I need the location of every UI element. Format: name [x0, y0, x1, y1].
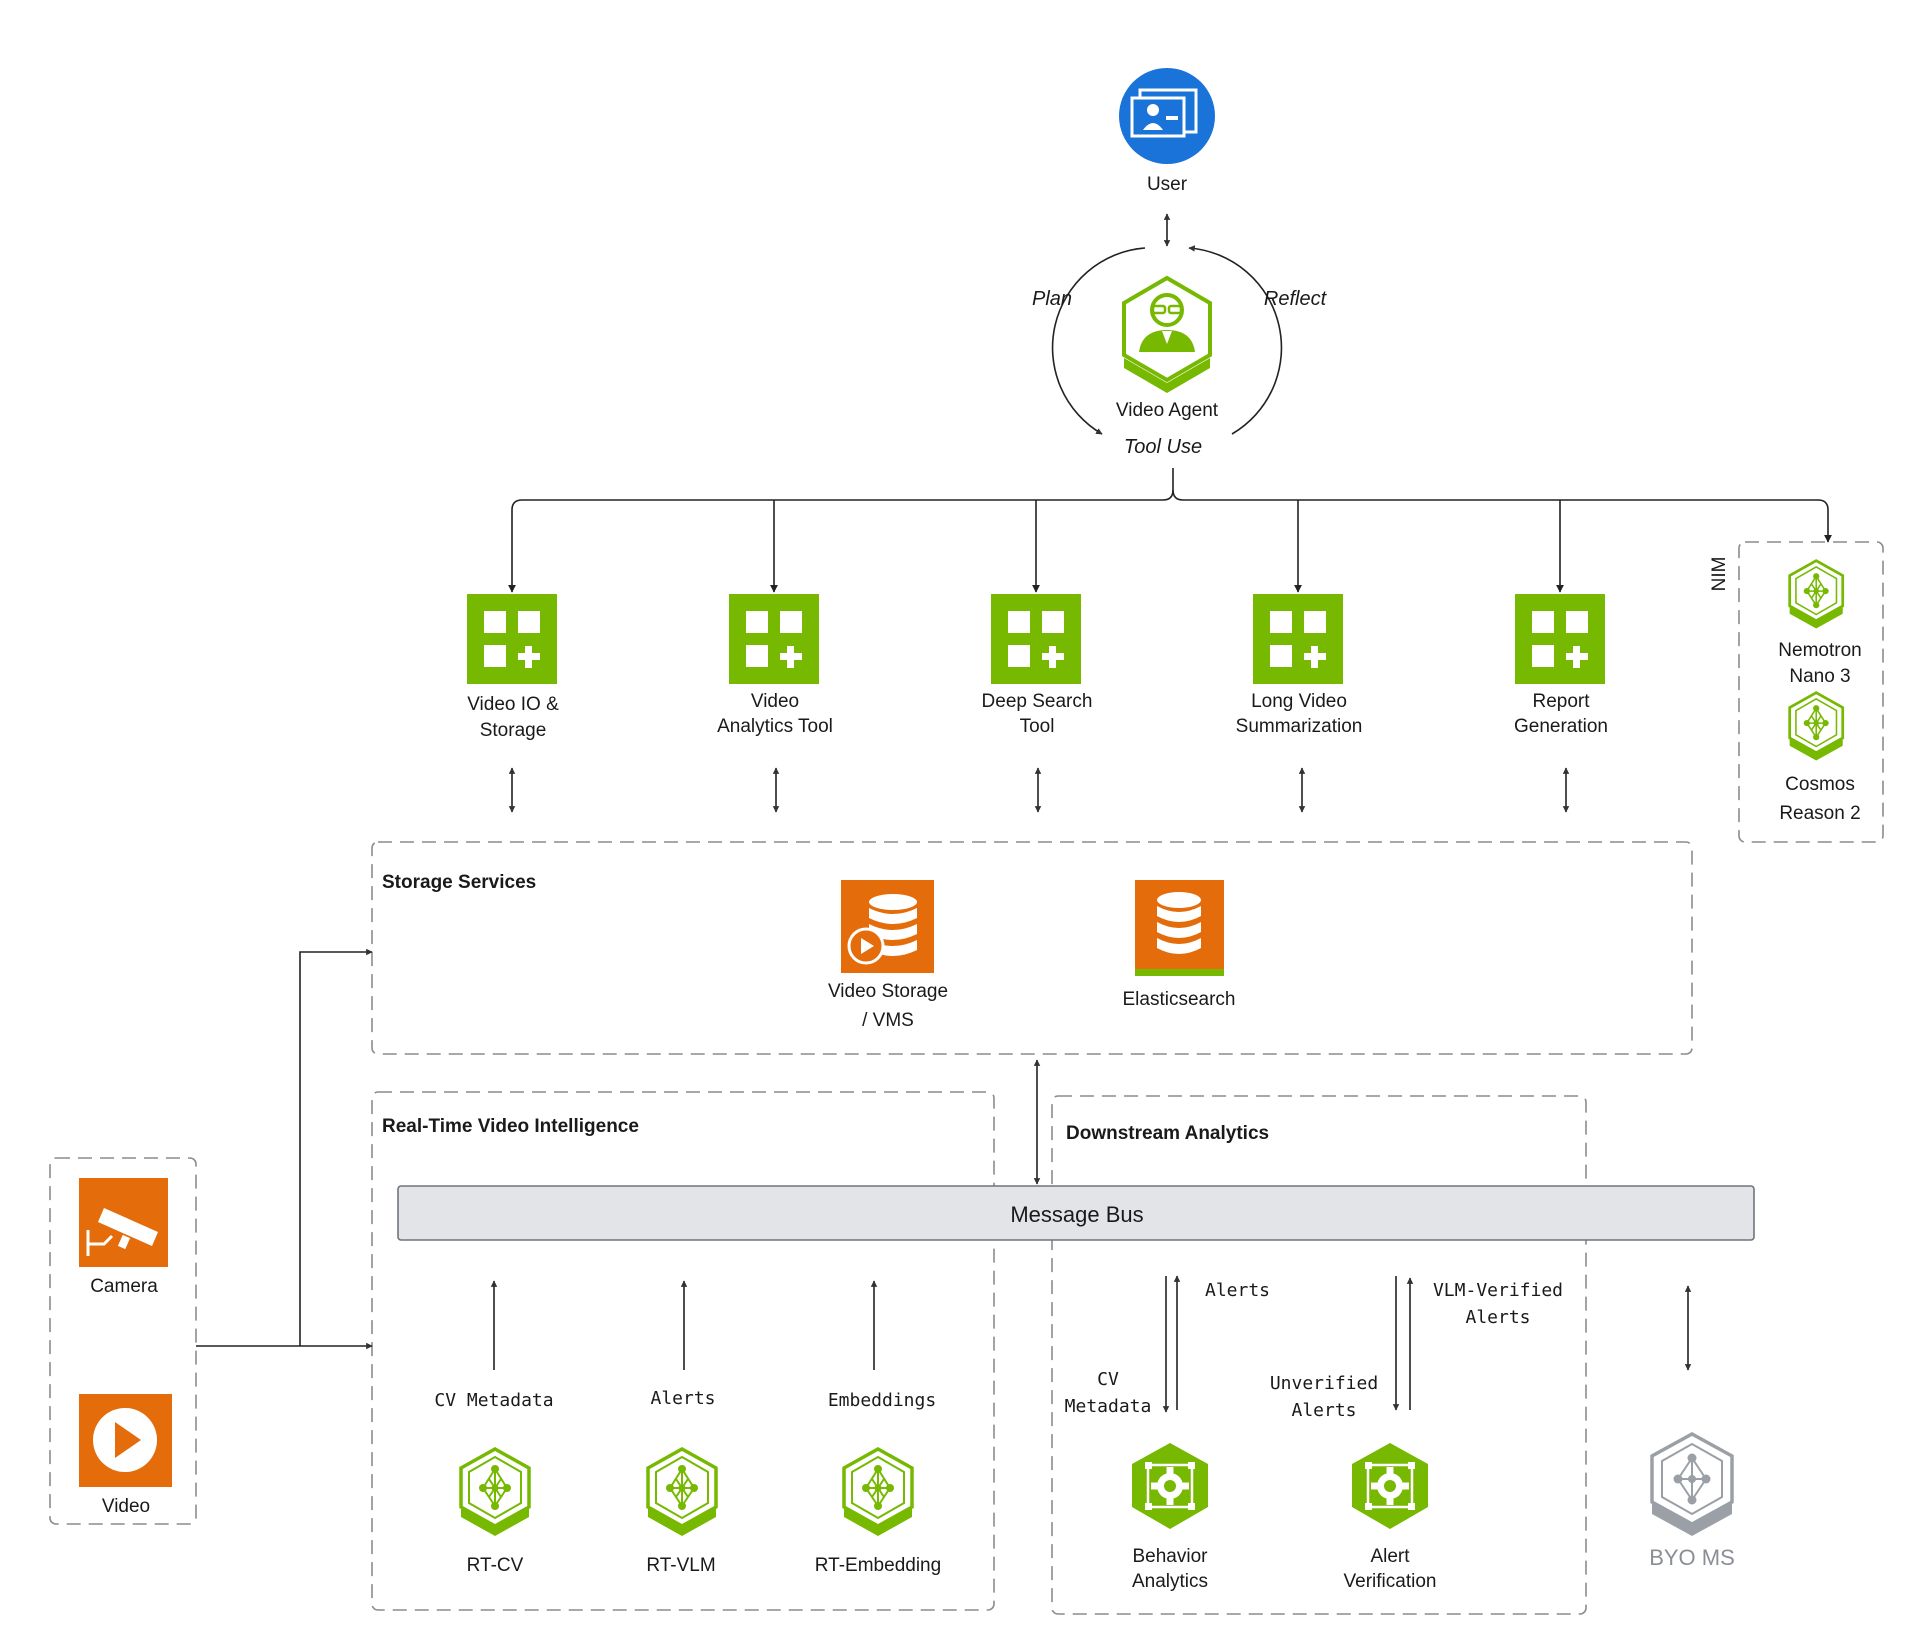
- storage-item-line1: Elasticsearch: [1123, 989, 1236, 1010]
- source-label: Camera: [90, 1276, 158, 1297]
- realtime-service-label: RT-CV: [467, 1555, 524, 1576]
- user-node: User: [1119, 68, 1215, 195]
- message-bus-label: Message Bus: [1010, 1202, 1143, 1227]
- storage-item-line2: / VMS: [862, 1010, 914, 1031]
- downstream-service-verification: Alert Verification: [1344, 1441, 1437, 1592]
- sources-box: [49, 1157, 197, 1525]
- realtime-service-label: RT-Embedding: [815, 1555, 941, 1576]
- app-grid-icon: [1515, 594, 1605, 684]
- realtime-output-alerts: Alerts: [650, 1388, 715, 1409]
- behavior-flow-arrows: [1162, 1275, 1181, 1413]
- byo-ms: BYO MS: [1649, 1432, 1735, 1570]
- tool-label-line2: Tool: [1020, 716, 1055, 737]
- plan-label: Plan: [1032, 288, 1072, 310]
- agent-label: Video Agent: [1116, 400, 1219, 421]
- app-grid-icon: [467, 594, 557, 684]
- agent-icon: [1122, 275, 1212, 393]
- storage-video-vms: Video Storage / VMS: [828, 880, 948, 1031]
- tool-label-line2: Storage: [480, 720, 547, 741]
- gear-cube-icon: [1350, 1441, 1430, 1531]
- realtime-service-label: RT-VLM: [646, 1555, 715, 1576]
- tool-label-line1: Report: [1532, 691, 1590, 712]
- nim-model-line2: Reason 2: [1779, 803, 1860, 824]
- tool-label-line2: Generation: [1514, 716, 1608, 737]
- app-grid-icon: [729, 594, 819, 684]
- nim-label: NIM: [1709, 557, 1730, 592]
- tool-use-label: Tool Use: [1124, 436, 1202, 458]
- downstream-vlm-label-line2: Alerts: [1465, 1307, 1530, 1328]
- downstream-service-line1: Alert: [1370, 1546, 1410, 1567]
- tool-video-io: Video IO & Storage: [467, 594, 559, 741]
- realtime-box: [371, 1091, 995, 1611]
- realtime-service-rt-cv: RT-CV: [459, 1447, 531, 1576]
- storage-title: Storage Services: [382, 872, 536, 893]
- source-label: Video: [102, 1496, 150, 1517]
- downstream-service-line1: Behavior: [1133, 1546, 1209, 1567]
- app-grid-icon: [1253, 594, 1343, 684]
- reflect-arc: [1188, 245, 1283, 435]
- downstream-cv-label-line2: Metadata: [1065, 1396, 1152, 1417]
- database-icon: [1135, 880, 1224, 976]
- tool-label-line2: Analytics Tool: [717, 716, 833, 737]
- downstream-service-line2: Analytics: [1132, 1571, 1208, 1592]
- downstream-service-line2: Verification: [1344, 1571, 1437, 1592]
- nim-model-nemotron: Nemotron Nano 3: [1778, 559, 1862, 687]
- tool-label-line1: Deep Search: [982, 691, 1093, 712]
- storage-services-box: [371, 841, 1693, 1055]
- downstream-cv-label-line1: CV: [1097, 1369, 1119, 1390]
- realtime-title: Real-Time Video Intelligence: [382, 1116, 639, 1137]
- downstream-service-behavior: Behavior Analytics: [1130, 1441, 1210, 1592]
- gear-cube-icon: [1130, 1441, 1210, 1531]
- downstream-unverified-label-line2: Alerts: [1291, 1400, 1356, 1421]
- tool-label-line1: Video: [751, 691, 799, 712]
- model-cube-icon: [842, 1447, 914, 1538]
- downstream-vlm-label-line1: VLM-Verified: [1433, 1280, 1563, 1301]
- tool-fanout: [508, 468, 1832, 593]
- downstream-alerts-label: Alerts: [1205, 1280, 1270, 1301]
- realtime-service-rt-vlm: RT-VLM: [646, 1447, 718, 1576]
- byo-label: BYO MS: [1649, 1545, 1735, 1570]
- downstream-unverified-label-line1: Unverified: [1270, 1373, 1378, 1394]
- tool-report-generation: Report Generation: [1514, 594, 1608, 737]
- realtime-output-cv-metadata: CV Metadata: [434, 1390, 553, 1411]
- tool-deep-search: Deep Search Tool: [982, 594, 1093, 737]
- model-cube-icon: [459, 1447, 531, 1538]
- tool-label-line1: Long Video: [1251, 691, 1347, 712]
- realtime-output-arrows: [490, 1280, 878, 1370]
- tool-storage-arrows: [508, 767, 1570, 813]
- nim-box: [1738, 541, 1884, 843]
- camera-icon: [79, 1178, 168, 1267]
- model-cube-icon: [1650, 1432, 1734, 1536]
- source-camera: Camera: [79, 1178, 168, 1297]
- realtime-service-rt-embedding: RT-Embedding: [815, 1447, 941, 1576]
- user-label: User: [1147, 174, 1188, 195]
- realtime-output-embeddings: Embeddings: [828, 1390, 936, 1411]
- storage-elasticsearch: Elasticsearch: [1123, 880, 1236, 1010]
- tool-label-line1: Video IO &: [467, 694, 559, 715]
- message-bus: Message Bus: [397, 1185, 1755, 1241]
- plan-arc: [1051, 247, 1146, 435]
- nim-model-line1: Cosmos: [1785, 774, 1855, 795]
- downstream-box: [1051, 1095, 1587, 1615]
- nim-model-line2: Nano 3: [1789, 666, 1850, 687]
- tool-video-analytics: Video Analytics Tool: [717, 594, 833, 737]
- source-video: Video: [79, 1394, 172, 1517]
- agent-node: Plan Reflect Video Agent Tool Use: [1032, 245, 1328, 458]
- storage-item-line1: Video Storage: [828, 981, 948, 1002]
- model-cube-icon: [1788, 559, 1845, 630]
- tool-label-line2: Summarization: [1236, 716, 1363, 737]
- verification-flow-arrows: [1392, 1276, 1414, 1411]
- nim-model-cosmos: Cosmos Reason 2: [1779, 691, 1861, 824]
- video-database-icon: [841, 880, 934, 973]
- model-cube-icon: [1788, 691, 1845, 762]
- model-cube-icon: [646, 1447, 718, 1538]
- downstream-title: Downstream Analytics: [1066, 1123, 1269, 1144]
- tool-long-video: Long Video Summarization: [1236, 594, 1363, 737]
- reflect-label: Reflect: [1264, 288, 1328, 310]
- play-icon: [79, 1394, 172, 1487]
- app-grid-icon: [991, 594, 1081, 684]
- nim-model-line1: Nemotron: [1778, 640, 1861, 661]
- source-arrows: [196, 948, 373, 1350]
